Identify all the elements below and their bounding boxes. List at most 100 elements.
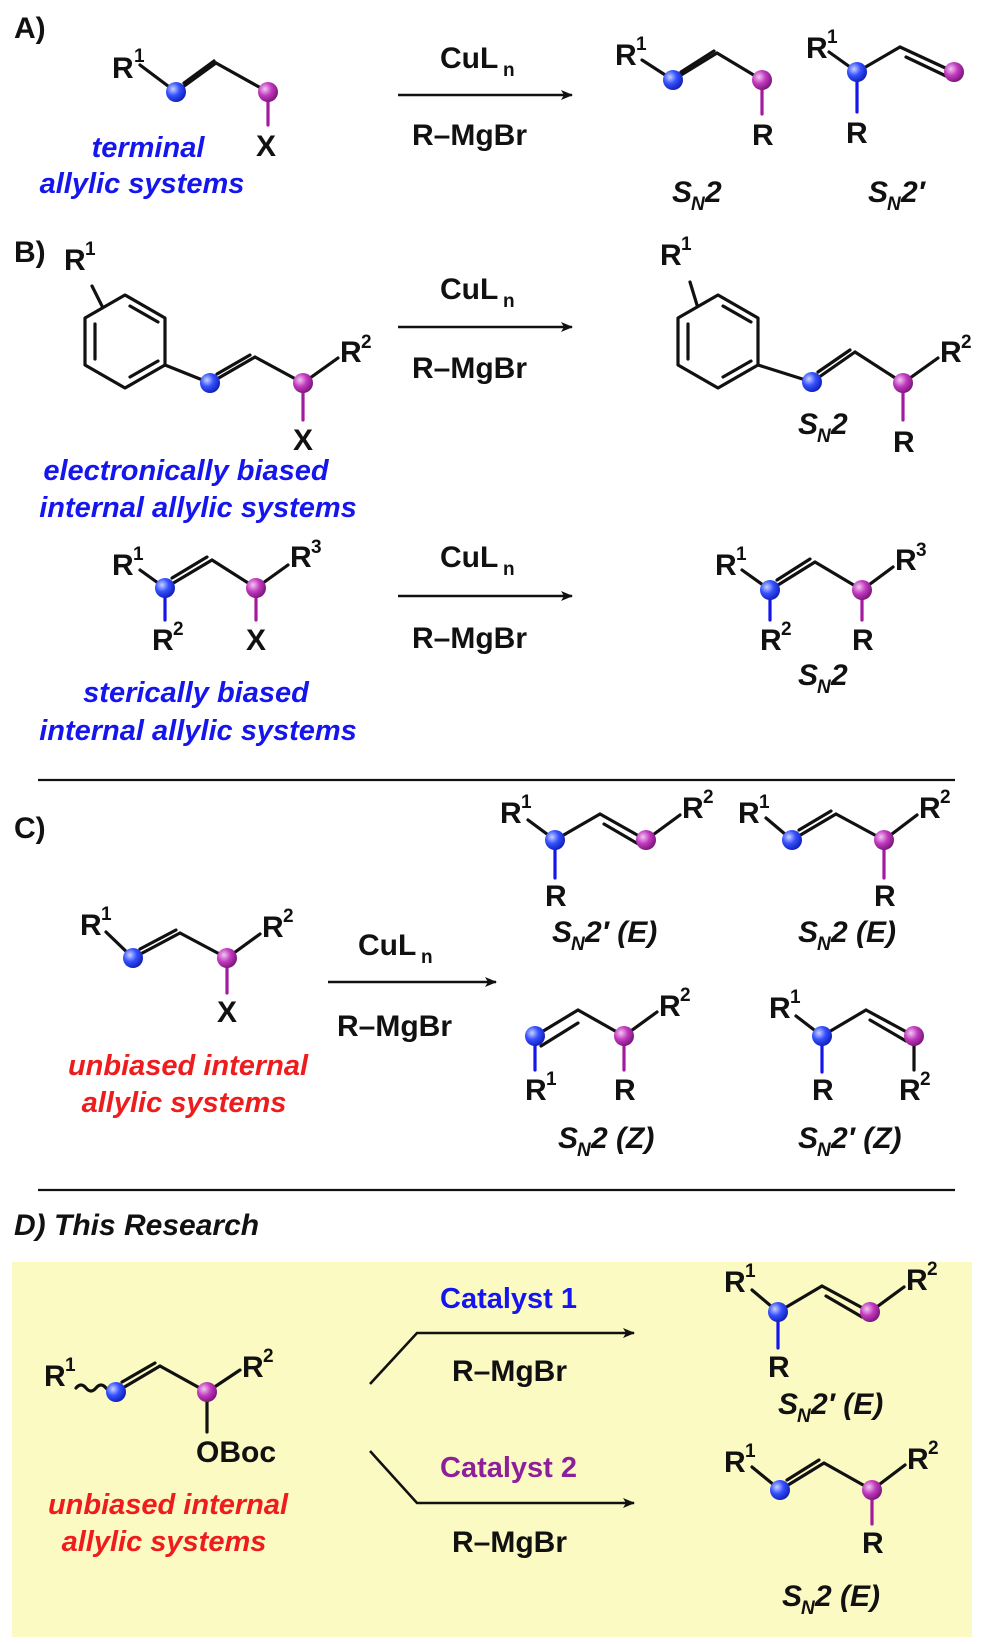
svg-text:2: 2 (173, 619, 184, 640)
svg-text:n: n (503, 60, 515, 81)
svg-text:2: 2 (830, 659, 848, 692)
svg-text:3: 3 (916, 540, 927, 561)
panel-d-label-sn2-prime-e: S N 2′ (E) (778, 1388, 883, 1427)
svg-text:R–MgBr: R–MgBr (337, 1010, 452, 1043)
svg-text:X: X (217, 996, 237, 1029)
svg-text:2: 2 (704, 176, 722, 209)
svg-text:2 (Z): 2 (Z) (590, 1122, 654, 1155)
svg-text:R: R (44, 1360, 66, 1393)
panel-c-label: C) (14, 812, 46, 845)
svg-text:R: R (152, 624, 174, 657)
panel-a-label-sn2: S N 2 (672, 176, 722, 215)
svg-text:R: R (64, 244, 86, 277)
svg-text:2: 2 (263, 1346, 274, 1367)
svg-text:S: S (552, 916, 572, 949)
svg-text:1: 1 (790, 987, 801, 1008)
svg-text:n: n (421, 947, 433, 968)
svg-text:2: 2 (283, 906, 294, 927)
svg-text:R: R (660, 239, 682, 272)
svg-text:R: R (752, 119, 774, 152)
svg-text:n: n (503, 559, 515, 580)
panel-c-arrow: CuL n R–MgBr (328, 929, 497, 1043)
svg-text:R: R (724, 1266, 746, 1299)
purple-atom (258, 82, 278, 102)
panel-a-caption-line2: allylic systems (40, 168, 245, 200)
svg-text:R: R (874, 880, 896, 913)
svg-text:X: X (246, 624, 266, 657)
svg-text:S: S (798, 659, 818, 692)
panel-a-product-sn2: R 1 R (615, 34, 774, 152)
svg-text:N: N (887, 194, 902, 215)
panel-c-product-sn2-prime-e: R 1 R 2 R (500, 787, 714, 913)
svg-text:R: R (724, 1446, 746, 1479)
panel-d-arrow-catalyst2: Catalyst 2 R–MgBr (369, 1450, 635, 1559)
svg-text:2: 2 (961, 332, 972, 353)
svg-text:R: R (715, 549, 737, 582)
panel-b-substrate-1: R 1 R 2 X (64, 239, 372, 457)
svg-text:1: 1 (736, 544, 747, 565)
svg-text:R: R (290, 541, 312, 574)
svg-text:S: S (868, 176, 888, 209)
panel-b-arrow-1: CuL n R–MgBr (398, 273, 573, 385)
panel-a-arrow: CuL n R–MgBr (398, 42, 573, 152)
svg-text:1: 1 (521, 792, 532, 813)
svg-text:R: R (262, 911, 284, 944)
panel-c-caption-line1: unbiased internal (68, 1050, 309, 1082)
panel-a-product-sn2-prime: R 1 R (806, 27, 964, 150)
svg-text:3: 3 (311, 537, 322, 558)
panel-b-caption1-line2: internal allylic systems (39, 492, 357, 524)
svg-text:R: R (80, 909, 102, 942)
svg-text:CuL: CuL (358, 929, 416, 962)
svg-text:S: S (672, 176, 692, 209)
svg-text:S: S (798, 1122, 818, 1155)
svg-text:S: S (798, 916, 818, 949)
svg-text:R: R (846, 117, 868, 150)
svg-text:R: R (806, 32, 828, 65)
svg-text:2: 2 (830, 408, 848, 441)
catalyst2-label: Catalyst 2 (440, 1452, 577, 1484)
svg-text:2 (E): 2 (E) (830, 916, 896, 949)
svg-text:R: R (906, 1264, 928, 1297)
svg-text:1: 1 (133, 544, 144, 565)
svg-text:R: R (340, 336, 362, 369)
svg-text:n: n (503, 291, 515, 312)
panel-b-substrate-2: R 1 R 3 R 2 X (112, 537, 322, 657)
panel-b-arrow-2: CuL n R–MgBr (398, 541, 573, 655)
svg-text:R: R (919, 792, 941, 825)
svg-text:R–MgBr: R–MgBr (412, 622, 527, 655)
panel-d-caption-line2: allylic systems (62, 1526, 267, 1558)
panel-c-product-sn2-z: R 1 R 2 R (525, 985, 691, 1107)
panel-b-caption1-line1: electronically biased (43, 455, 330, 487)
svg-text:R: R (738, 797, 760, 830)
panel-d-caption-line1: unbiased internal (48, 1489, 289, 1521)
svg-text:1: 1 (827, 27, 838, 48)
svg-text:R: R (615, 39, 637, 72)
svg-text:R–MgBr: R–MgBr (452, 1355, 567, 1388)
panel-b-label-sn2-1: S N 2 (798, 408, 848, 447)
svg-text:1: 1 (681, 234, 692, 255)
panel-d-background (12, 1262, 972, 1637)
svg-text:2: 2 (680, 985, 691, 1006)
svg-text:1: 1 (101, 904, 112, 925)
panel-c-caption-line2: allylic systems (82, 1087, 287, 1119)
svg-text:R: R (862, 1527, 884, 1560)
svg-text:R: R (659, 990, 681, 1023)
svg-text:R: R (242, 1351, 264, 1384)
svg-text:1: 1 (636, 34, 647, 55)
svg-text:2: 2 (940, 787, 951, 808)
panel-b-label: B) (14, 236, 46, 269)
svg-text:2′ (E): 2′ (E) (584, 916, 657, 949)
panel-a-label: A) (14, 12, 46, 45)
svg-text:2′ (Z): 2′ (Z) (830, 1122, 902, 1155)
panel-c-label-sn2-e: S N 2 (E) (798, 916, 896, 955)
reagent-grignard: R–MgBr (412, 119, 527, 152)
svg-text:R: R (812, 1074, 834, 1107)
panel-c-label-sn2-prime-z: S N 2′ (Z) (798, 1122, 902, 1161)
svg-text:2: 2 (703, 787, 714, 808)
svg-text:N: N (801, 1598, 816, 1619)
svg-text:S: S (558, 1122, 578, 1155)
panel-d-label-sn2-e: S N 2 (E) (782, 1580, 880, 1619)
panel-c-product-sn2-prime-z: R 1 R R 2 (769, 987, 931, 1107)
